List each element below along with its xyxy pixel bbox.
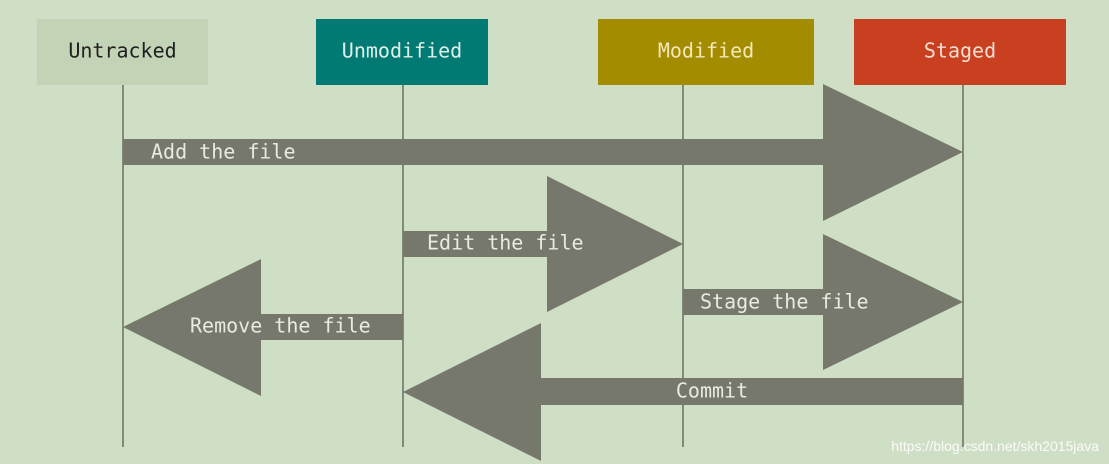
state-modified-label: Modified [658, 39, 754, 63]
arrow-commit-shape [403, 323, 963, 461]
state-staged: Staged [854, 19, 1066, 85]
arrow-commit: Commit [403, 323, 963, 461]
arrow-remove-the-file: Remove the file [123, 259, 403, 396]
state-modified: Modified [598, 19, 814, 85]
arrow-edit-the-file: Edit the file [403, 176, 683, 312]
arrow-commit-label: Commit [676, 379, 748, 403]
arrow-remove-the-file-shape [123, 259, 403, 396]
state-untracked: Untracked [37, 19, 208, 85]
state-unmodified-box [316, 19, 488, 85]
arrow-add-the-file: Add the file [123, 84, 963, 221]
arrow-remove-the-file-label: Remove the file [190, 314, 371, 338]
arrow-stage-the-file-shape [683, 234, 963, 370]
state-staged-label: Staged [924, 39, 996, 63]
arrow-stage-the-file-label: Stage the file [700, 290, 869, 314]
watermark: https://blog.csdn.net/skh2015java [891, 438, 1099, 454]
arrow-edit-the-file-shape [403, 176, 683, 312]
arrow-add-the-file-label: Add the file [151, 140, 296, 164]
state-modified-box [598, 19, 814, 85]
state-untracked-box [37, 19, 208, 85]
state-untracked-label: Untracked [68, 39, 176, 63]
arrow-add-the-file-shape [123, 84, 963, 221]
arrow-stage-the-file: Stage the file [683, 234, 963, 370]
arrow-edit-the-file-label: Edit the file [427, 231, 584, 255]
state-unmodified: Unmodified [316, 19, 488, 85]
state-staged-box [854, 19, 1066, 85]
state-unmodified-label: Unmodified [342, 39, 462, 63]
